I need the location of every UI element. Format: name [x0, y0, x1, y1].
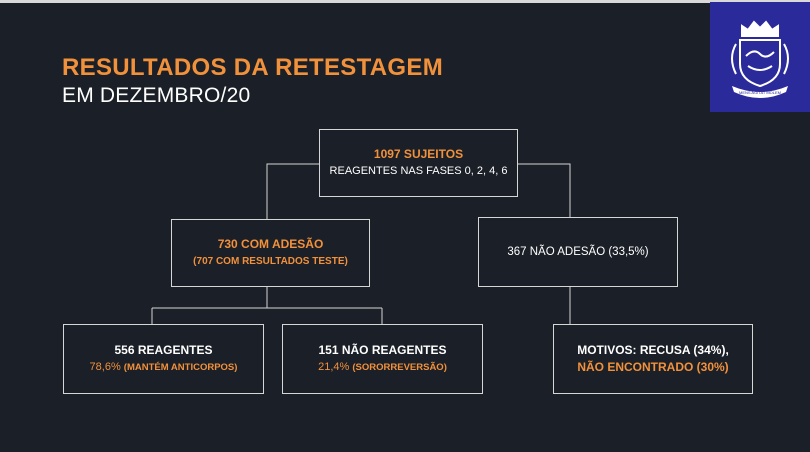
- reagentes-percent: 78,6%: [89, 361, 124, 373]
- reagentes-count: 556 REAGENTES: [114, 343, 213, 357]
- root-detail: REAGENTES NAS FASES 0, 2, 4, 6: [329, 165, 508, 177]
- slide-subtitle: EM DEZEMBRO/20: [62, 84, 251, 107]
- logo-motto: MENS AGITAT MOLEM: [739, 90, 781, 95]
- logo: MENS AGITAT MOLEM: [710, 2, 810, 112]
- node-adesao: 730 COM ADESÃO (707 COM RESULTADOS TESTE…: [171, 219, 370, 287]
- node-reagentes: 556 REAGENTES 78,6% (MANTÉM ANTICORPOS): [63, 324, 264, 394]
- motivos-line2: NÃO ENCONTRADO (30%): [577, 360, 729, 374]
- city-coat-of-arms-icon: MENS AGITAT MOLEM: [731, 20, 789, 98]
- nao-reagentes-count: 151 NÃO REAGENTES: [318, 343, 447, 357]
- top-strip: [0, 0, 810, 3]
- connector-root-right: [518, 163, 571, 217]
- reagentes-note: (MANTÉM ANTICORPOS): [123, 362, 238, 373]
- adesao-detail: (707 COM RESULTADOS TESTE): [193, 256, 348, 267]
- root-count: 1097 SUJEITOS: [373, 147, 464, 161]
- node-motivos: MOTIVOS: RECUSA (34%), NÃO ENCONTRADO (3…: [553, 324, 753, 394]
- node-root: 1097 SUJEITOS REAGENTES NAS FASES 0, 2, …: [319, 129, 518, 197]
- node-nao-adesao: 367 NÃO ADESÃO (33,5%): [478, 217, 678, 287]
- slide-title: RESULTADOS DA RETESTAGEM: [62, 54, 443, 81]
- connector-root-left: [266, 163, 319, 219]
- nao-reagentes-percent: 21,4%: [318, 361, 353, 373]
- nao-reagentes-note: (SORORREVERSÃO): [352, 362, 447, 373]
- nao-adesao-count: 367 NÃO ADESÃO (33,5%): [507, 245, 649, 258]
- motivos-line1: MOTIVOS: RECUSA (34%),: [577, 343, 729, 357]
- node-nao-reagentes: 151 NÃO REAGENTES 21,4% (SORORREVERSÃO): [282, 324, 483, 394]
- adesao-count: 730 COM ADESÃO: [217, 237, 324, 251]
- connector-adesao-children: [151, 287, 383, 324]
